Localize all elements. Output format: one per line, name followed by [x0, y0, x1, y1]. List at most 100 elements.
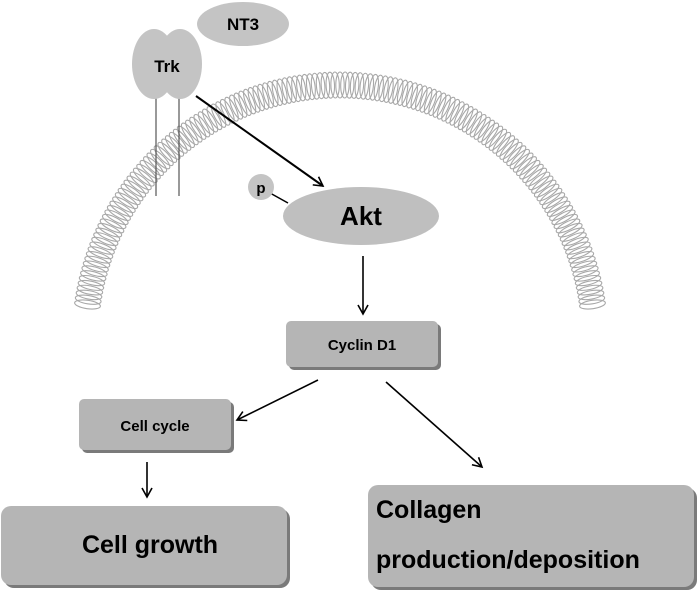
- membrane-lipid-loop: [571, 260, 598, 273]
- membrane-lipid-loop: [74, 294, 102, 305]
- membrane-lipid-loop: [247, 87, 261, 113]
- membrane-lipid-loop: [271, 79, 284, 106]
- membrane-lipid-loop: [310, 72, 321, 100]
- cellcycle-label: Cell cycle: [120, 418, 189, 435]
- membrane-lipid-loop: [401, 80, 414, 108]
- membrane-lipid-loop: [415, 85, 428, 112]
- growth-rect: [1, 506, 287, 585]
- membrane-lipid-loop: [359, 72, 370, 100]
- growth-label: Cell growth: [82, 531, 218, 559]
- membrane-lipid-loop: [573, 270, 600, 282]
- membrane-lipid-loop: [300, 73, 312, 101]
- nt3-ligand: NT3: [197, 2, 289, 46]
- membrane-lipid-loop: [132, 167, 155, 187]
- membrane-lipid-loop: [579, 299, 606, 310]
- membrane-lipid-loop: [104, 209, 129, 226]
- membrane-lipid-loop: [229, 94, 244, 120]
- membrane-lipid-loop: [82, 260, 109, 273]
- membrane-lipid-loop: [445, 98, 461, 124]
- phospho-label: p: [256, 180, 265, 197]
- cellcycle-rect: [79, 399, 231, 450]
- membrane-lipid-loop: [87, 246, 114, 260]
- trk-label: Trk: [154, 57, 180, 76]
- membrane-lipid-loop: [242, 88, 257, 115]
- membrane-lipid-loop: [120, 183, 144, 202]
- membrane-lipid-loop: [75, 289, 103, 301]
- membrane-lipid-loop: [197, 111, 215, 135]
- membrane-lipid-loop: [281, 77, 293, 104]
- membrane-lipid-loop: [238, 90, 252, 117]
- membrane-lipid-loop: [572, 265, 599, 278]
- membrane-lipid-loop: [261, 82, 275, 109]
- akt-label: Akt: [340, 201, 382, 231]
- membrane-lipid-loop: [74, 299, 101, 310]
- membrane-lipid-loop: [541, 192, 566, 210]
- membrane-lipid-loop: [344, 71, 355, 99]
- membrane-lipid-loop: [81, 265, 108, 278]
- membrane-lipid-loop: [123, 179, 147, 198]
- membrane-lipid-loop: [544, 196, 568, 214]
- membrane-lipid-loop: [557, 222, 583, 238]
- membrane-lipid-loop: [189, 116, 207, 140]
- membrane-lipid-loop: [378, 75, 389, 103]
- arrow-cyclin-to-collagen: [385, 381, 484, 469]
- membrane-lipid-loop: [139, 159, 161, 180]
- membrane-lipid-loop: [506, 145, 527, 167]
- membrane-lipid-loop: [536, 183, 560, 202]
- akt-shape: [283, 187, 439, 245]
- nt3-shape: [197, 2, 289, 46]
- membrane-lipid-loop: [495, 135, 516, 157]
- membrane-lipid-loop: [91, 236, 117, 251]
- membrane-lipid-loop: [549, 205, 574, 221]
- membrane-lipid-loop: [561, 232, 587, 247]
- membrane-lipid-loop: [555, 218, 581, 234]
- membrane-lipid-loop: [349, 71, 360, 99]
- membrane-lipid-loop: [577, 289, 605, 301]
- membrane-lipid-loop: [502, 141, 523, 163]
- phospho-bond: [269, 192, 289, 204]
- nt3-label: NT3: [227, 15, 259, 34]
- membrane-lipid-loop: [257, 83, 270, 110]
- phospho-circle: [248, 174, 274, 200]
- membrane-lipid-loop: [568, 250, 595, 264]
- membrane-lipid-loop: [266, 80, 279, 108]
- membrane-lipid-loop: [512, 152, 534, 173]
- membrane-lipid-loop: [533, 179, 557, 198]
- membrane-lipid-loop: [153, 145, 174, 167]
- membrane-lipid-loop: [76, 284, 104, 296]
- collagen-label-line1: Collagen: [376, 496, 482, 524]
- membrane-lipid-loop: [578, 294, 606, 305]
- collagen-rect: [368, 485, 694, 587]
- cell-cycle-box: Cell cycle: [79, 399, 234, 453]
- membrane-lipid-loop: [146, 152, 168, 173]
- membrane-lipid-loop: [129, 171, 152, 191]
- membrane-lipid-loop: [509, 148, 530, 170]
- membrane-lipid-loop: [368, 73, 380, 101]
- membrane-lipid-loop: [432, 92, 447, 118]
- membrane-lipid-loop: [136, 163, 158, 184]
- membrane-lipid-loop: [89, 241, 115, 255]
- membrane-lipid-loop: [117, 187, 141, 206]
- membrane-lipid-loop: [193, 113, 211, 138]
- membrane-lipid-loop: [112, 196, 136, 214]
- membrane-lipid-loop: [95, 227, 121, 242]
- membrane-lipid-loop: [519, 159, 541, 180]
- membrane-lipid-loop: [84, 255, 111, 269]
- membrane-lipid-loop: [569, 255, 596, 269]
- arrow-cyclin-to-cellcycle: [235, 379, 319, 422]
- membrane-lipid-loop: [114, 192, 139, 210]
- membrane-lipid-loop: [185, 119, 203, 143]
- membrane-lipid-loop: [202, 108, 219, 133]
- collagen-box: Collagen production/deposition: [368, 485, 697, 590]
- membrane-lipid-loop: [233, 92, 248, 118]
- membrane-lipid-loop: [574, 274, 602, 287]
- membrane-lipid-loop: [97, 222, 123, 238]
- membrane-lipid-loop: [531, 175, 554, 194]
- membrane-lipid-loop: [320, 71, 331, 99]
- membrane-lipid-loop: [85, 250, 112, 264]
- membrane-lipid-loop: [396, 79, 409, 106]
- membrane-lipid-loop: [77, 279, 105, 291]
- receptor-lobe-right: [158, 29, 202, 99]
- membrane-lipid-loop: [488, 128, 508, 151]
